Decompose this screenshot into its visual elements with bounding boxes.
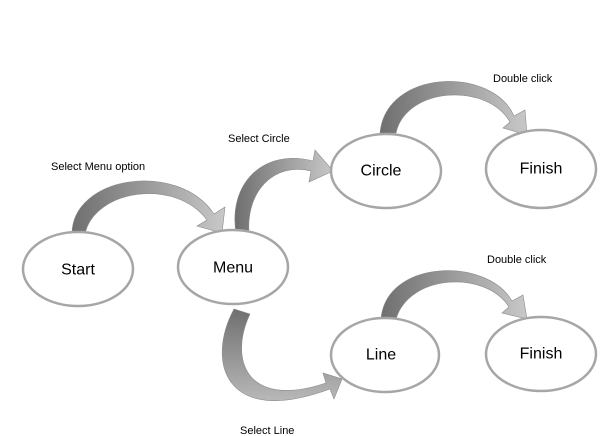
node-start: Start — [21, 230, 135, 308]
arrow-line-to-finish — [380, 270, 528, 320]
edge-label-circle-to-finish: Double click — [493, 73, 553, 85]
arrow-circle-to-finish — [379, 81, 528, 136]
node-line: Line — [329, 316, 441, 394]
node-finish-bottom: Finish — [484, 315, 598, 393]
node-label-start: Start — [61, 262, 95, 279]
edge-label-start-to-menu: Select Menu option — [51, 161, 145, 173]
node-label-menu: Menu — [213, 260, 253, 277]
edge-label-menu-to-circle: Select Circle — [228, 133, 290, 145]
node-finish-top: Finish — [484, 128, 598, 210]
arrow-menu-to-line — [221, 308, 343, 401]
node-label-finish-top: Finish — [520, 161, 563, 178]
edge-label-menu-to-line: Select Line — [240, 425, 294, 436]
arrow-start-to-menu — [71, 180, 226, 235]
edge-label-line-to-finish: Double click — [487, 254, 547, 266]
arrow-menu-to-circle — [234, 149, 334, 234]
node-circle: Circle — [329, 132, 443, 210]
node-label-circle: Circle — [361, 163, 402, 180]
node-label-finish-bottom: Finish — [520, 346, 563, 363]
node-label-line: Line — [366, 347, 396, 364]
node-menu: Menu — [176, 228, 290, 306]
